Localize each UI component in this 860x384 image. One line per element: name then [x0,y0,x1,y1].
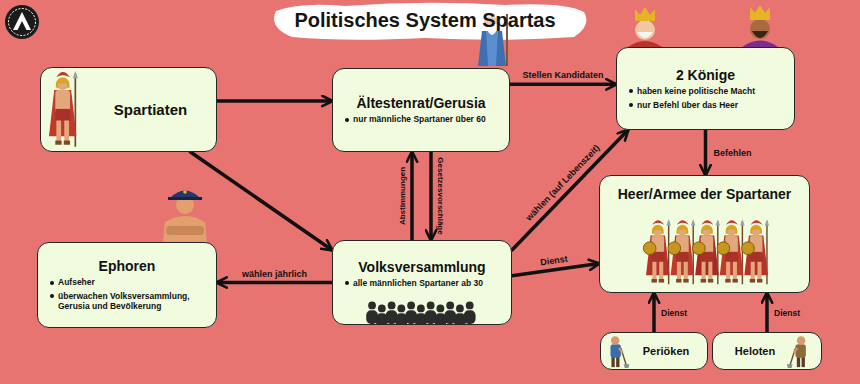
box-heading: Ältestenrat/Gerusia [356,95,485,111]
connector-arrow [652,293,656,332]
ephor-figure [163,190,207,242]
connector-arrow [217,99,332,103]
process-box: 2 Könige haben keine politische Macht nur … [616,47,795,130]
diagram-title: Politisches System Spartas [294,9,555,32]
edge-label: Dienst [774,308,800,317]
box-heading: Heer/Armee der Spartaner [618,186,792,202]
process-box: Heer/Armee der Spartaner [599,175,810,293]
edge-label: Befehlen [714,148,752,157]
edge-label: Dienst [661,308,687,317]
connector-arrow [190,152,332,250]
king-figure [628,7,662,47]
edge-label: Stellen Kandidaten [522,71,603,80]
edge-label: Abstimmungen [399,167,407,225]
bullet-text: nur männliche Spartaner über 60 [343,114,499,125]
box-heading: Spartiaten [114,101,187,118]
connector-arrow [429,152,433,240]
connector-arrow [704,130,708,175]
logo [5,5,39,39]
process-box: EphorenAufseher überwachen Volksversammlu… [37,242,217,328]
bullet-text: haben keine politische Macht [627,86,784,97]
edge-label: wählen (auf Lebenszeit) [524,143,601,222]
connector-arrow [410,152,414,240]
process-box: Spartiaten [40,67,217,152]
bullet-text: Aufseher [48,277,206,288]
process-box: Periöken [600,332,708,370]
box-heading: Volksversammlung [358,259,485,275]
edge-label: Dienst [540,254,568,267]
edge-label: Gesetzesvorschläge [436,157,444,234]
bullet-text: alle männlichen Spartaner ab 30 [343,278,501,289]
king-figure [742,5,778,47]
box-heading: 2 Könige [676,67,735,83]
process-box: Ältestenrat/Gerusia nur männliche Spartan… [332,68,510,152]
process-box: Heloten [712,332,822,370]
bullet-text: nur Befehl über das Heer [627,100,784,111]
connector-arrow [217,281,332,285]
connector-arrow [765,293,769,332]
edge-label: wählen jährlich [242,269,307,278]
connector-arrow [510,83,616,87]
box-heading: Ephoren [99,258,156,274]
box-heading: Periöken [643,345,689,358]
title-brush [274,3,586,40]
bullet-text: überwachen Volksversammlung, Gerusia und… [48,291,206,312]
process-box: Volksversammlung alle männlichen Spartane… [332,240,512,325]
box-heading: Heloten [735,345,775,358]
